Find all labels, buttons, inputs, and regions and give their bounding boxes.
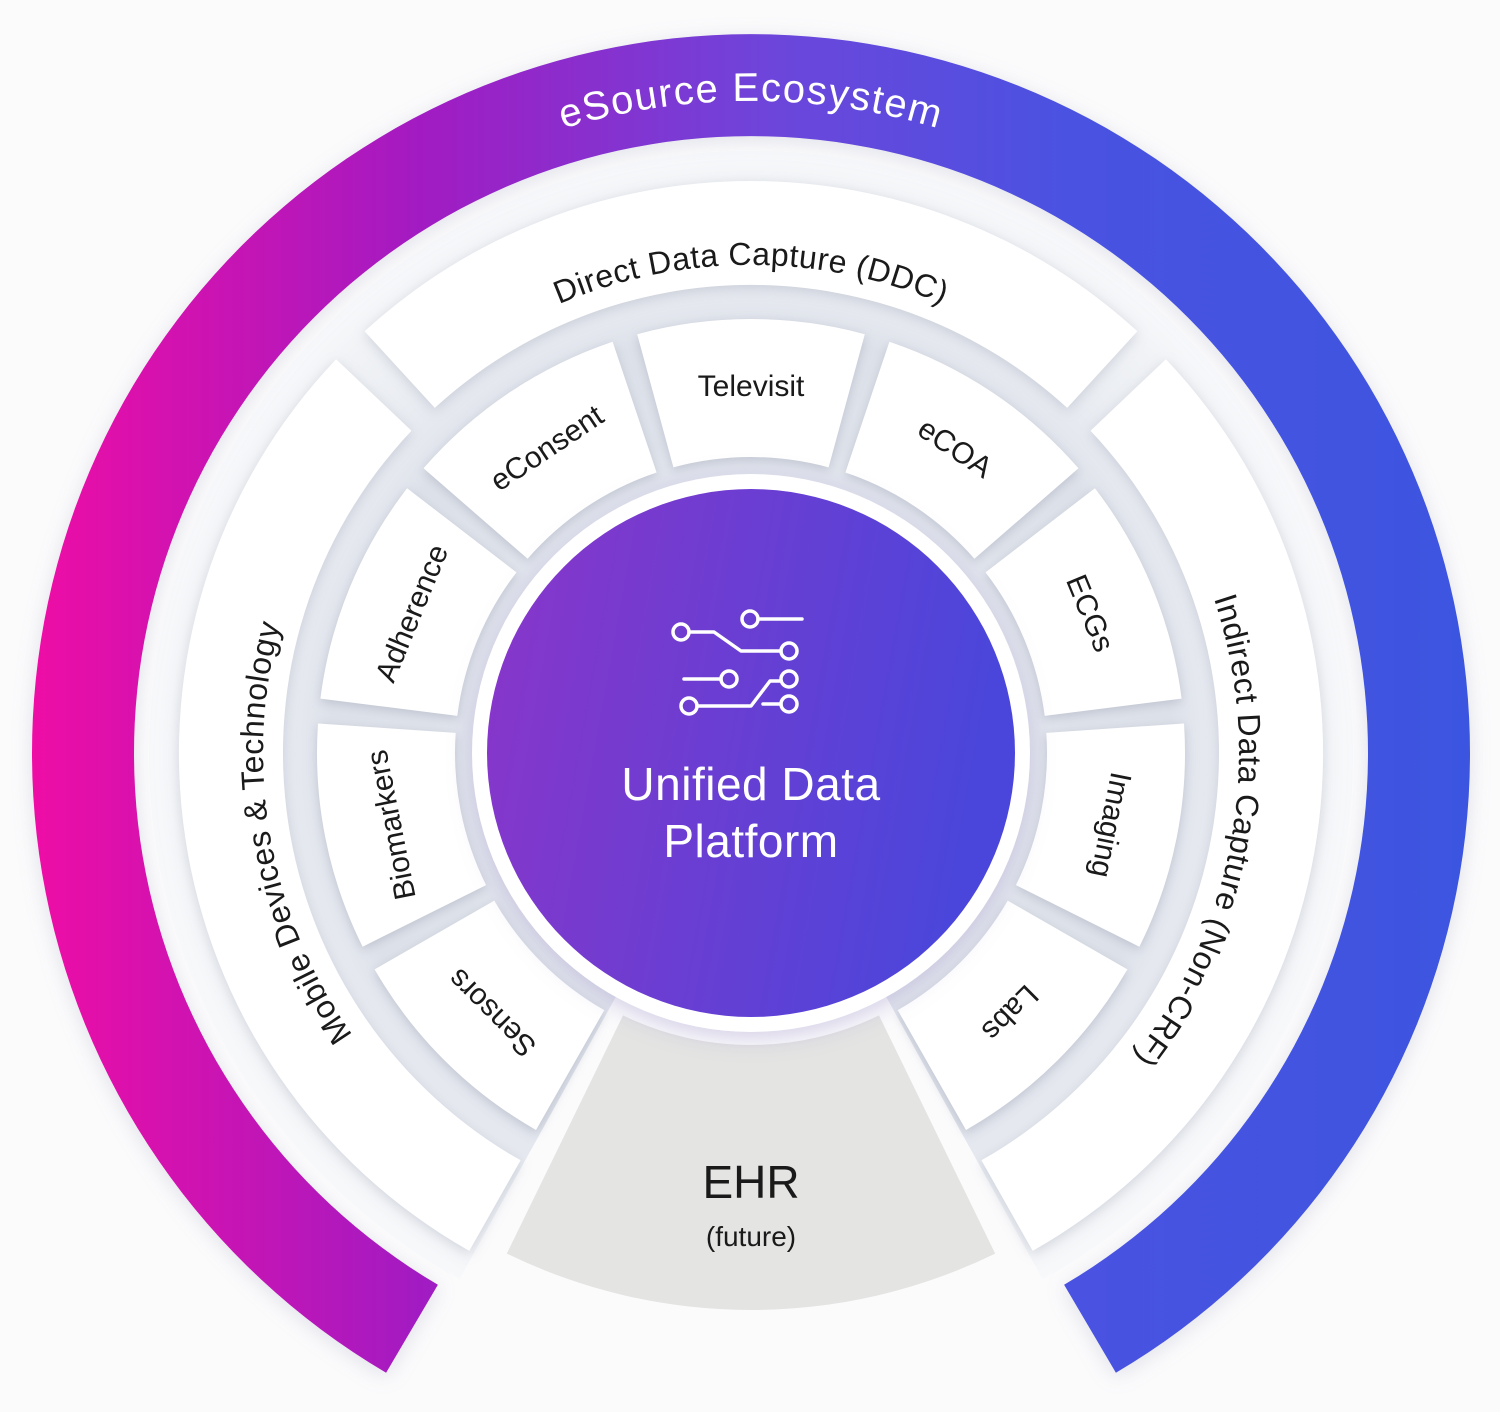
outer-ring: eSource Ecosystem (31, 34, 1470, 1373)
circuit-icon (671, 609, 804, 716)
segment-biomarkers (316, 723, 487, 947)
segment-ecoa (845, 341, 1079, 559)
ehr-subtitle: (future) (706, 1221, 796, 1252)
ehr-title: EHR (702, 1156, 799, 1208)
segment-televisit (637, 319, 865, 468)
segment-labs (897, 900, 1128, 1130)
middle-ring-left-section (178, 359, 521, 1251)
ehr-wedge: EHR (future) (506, 1015, 996, 1310)
center-platform: Unified Data Platform (472, 474, 1030, 1032)
middle-ring-right-section (981, 359, 1324, 1251)
center-title-line1: Unified Data (621, 758, 880, 810)
segment-adherence (320, 488, 517, 716)
segment-econsent (423, 341, 657, 559)
segment-imaging (1015, 723, 1186, 947)
segment-ecgs (985, 488, 1182, 716)
ehr-wedge-shape (506, 1015, 996, 1310)
middle-ring (178, 181, 1324, 1251)
segment-label-televisit: Televisit (698, 370, 805, 403)
segment-sensors (374, 900, 605, 1130)
middle-ring-top-section (364, 181, 1138, 408)
inner-segments (316, 319, 1186, 1130)
center-title-line2: Platform (663, 815, 838, 867)
center-circle (487, 489, 1015, 1017)
